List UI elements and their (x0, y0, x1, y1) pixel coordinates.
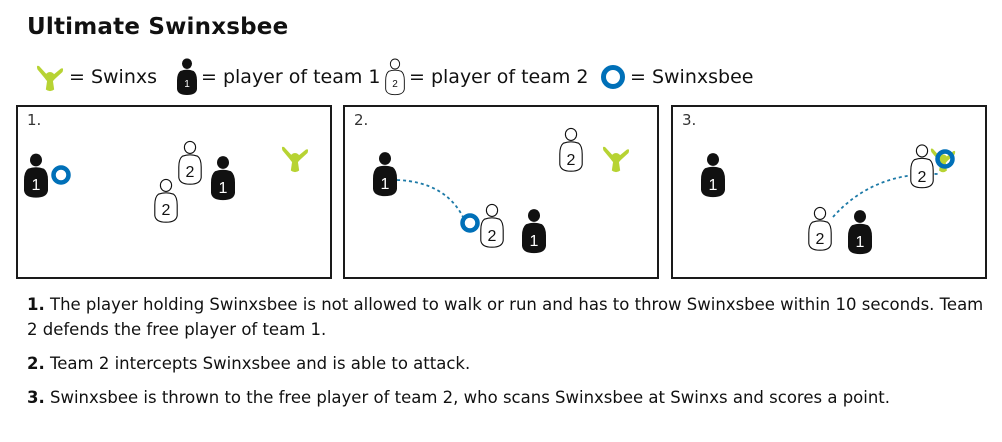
swinxsbee-icon (460, 213, 480, 233)
swinxs-icon (36, 65, 64, 92)
svg-text:1: 1 (219, 180, 228, 197)
legend: = Swinxs 1 = player of team 1 2 = player… (35, 57, 995, 97)
svg-text:2: 2 (567, 152, 576, 169)
step-text: Swinxsbee is thrown to the free player o… (44, 388, 891, 407)
panel-3: 3. 1 2 1 2 (671, 105, 987, 279)
swinxsbee-icon (935, 149, 955, 169)
legend-swinxsbee: = Swinxsbee (600, 57, 753, 97)
panel-1: 1. 1 2 2 1 (16, 105, 332, 279)
legend-swinxsbee-label: = Swinxsbee (630, 66, 754, 88)
step-number: 1. (27, 295, 45, 314)
step-number: 3. (27, 388, 45, 407)
step-text: The player holding Swinxsbee is not allo… (27, 295, 984, 339)
svg-text:1: 1 (709, 177, 718, 194)
team2-player-icon: 2 (178, 140, 202, 185)
team2-player-icon: 2 (385, 57, 405, 97)
swinxsbee-icon (601, 65, 625, 89)
svg-text:2: 2 (162, 202, 171, 219)
player-number: 1 (184, 79, 190, 90)
step-3: 3. Swinxsbee is thrown to the free playe… (27, 385, 987, 410)
team1-player-icon: 1 (211, 156, 235, 201)
step-2: 2. Team 2 intercepts Swinxsbee and is ab… (27, 351, 987, 376)
team2-player-icon: 2 (910, 144, 934, 189)
swinxs-icon (602, 146, 630, 173)
legend-swinxs-label: = Swinxs (69, 66, 158, 88)
step-text: Team 2 intercepts Swinxsbee and is able … (44, 354, 471, 373)
svg-text:1: 1 (381, 176, 390, 193)
svg-text:2: 2 (816, 231, 825, 248)
panel-number: 1. (27, 111, 42, 129)
svg-text:2: 2 (186, 164, 195, 181)
legend-team2-label: = player of team 2 (409, 66, 589, 88)
team1-player-icon: 1 (848, 210, 872, 255)
player-number: 2 (392, 79, 398, 90)
legend-team2: 2 = player of team 2 (385, 57, 589, 97)
pass-line (396, 179, 464, 218)
svg-text:1: 1 (856, 234, 865, 251)
panel-2: 2. 1 2 2 1 (343, 105, 659, 279)
team1-player-icon: 1 (522, 209, 546, 254)
team2-player-icon: 2 (559, 127, 583, 172)
team1-player-icon: 1 (701, 153, 725, 198)
panel-2-scene: 1 2 2 1 (373, 127, 630, 254)
svg-text:2: 2 (488, 228, 497, 245)
svg-text:1: 1 (32, 177, 41, 194)
team1-player-icon: 1 (24, 153, 48, 198)
swinxs-icon (281, 146, 309, 173)
team2-player-icon: 2 (154, 178, 178, 223)
page-title: Ultimate Swinxsbee (27, 14, 289, 40)
legend-swinxs: = Swinxs (35, 57, 157, 97)
swinxsbee-icon (51, 165, 71, 185)
panel-1-scene: 1 2 2 1 (24, 140, 309, 223)
svg-text:1: 1 (530, 233, 539, 250)
panel-3-scene: 1 2 1 2 (701, 144, 956, 255)
legend-team1-label: = player of team 1 (201, 66, 381, 88)
svg-text:2: 2 (918, 169, 927, 186)
panel-number: 2. (354, 111, 369, 129)
panel-number: 3. (682, 111, 697, 129)
team1-player-icon: 1 (373, 152, 397, 197)
team2-player-icon: 2 (480, 203, 504, 248)
legend-team1: 1 = player of team 1 (177, 57, 381, 97)
team1-player-icon: 1 (177, 57, 197, 97)
team2-player-icon: 2 (808, 206, 832, 251)
step-1: 1. The player holding Swinxsbee is not a… (27, 292, 987, 342)
step-number: 2. (27, 354, 45, 373)
steps-list: 1. The player holding Swinxsbee is not a… (27, 292, 987, 410)
